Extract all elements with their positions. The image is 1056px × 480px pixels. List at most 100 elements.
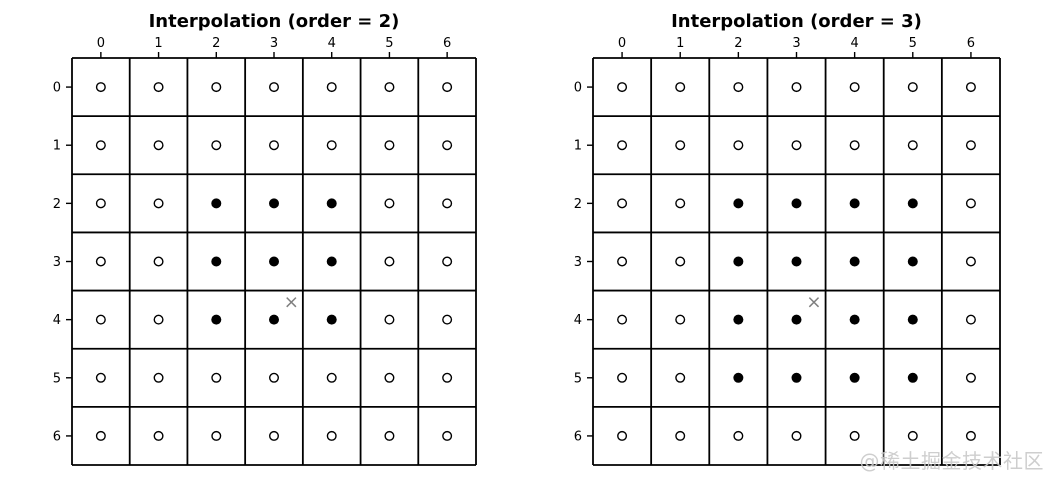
- contributing-pixel-marker: [849, 372, 860, 383]
- grid-pixel-marker: [965, 314, 976, 325]
- contributing-pixel-marker: [733, 372, 744, 383]
- x-tick-label: 6: [443, 36, 451, 51]
- grid-lines: [71, 57, 477, 466]
- grid-pixel-marker: [326, 430, 337, 441]
- grid-pixel-marker: [965, 372, 976, 383]
- y-tick-label: 1: [53, 139, 61, 154]
- contributing-pixel-marker: [211, 198, 222, 209]
- grid-pixel-marker: [965, 82, 976, 93]
- contributing-pixel-marker: [907, 314, 918, 325]
- grid-pixel-marker: [153, 314, 164, 325]
- x-tick-label: 6: [967, 36, 975, 51]
- grid-pixel-marker: [95, 372, 106, 383]
- contributing-pixel-marker: [907, 256, 918, 267]
- grid-pixel-marker: [384, 140, 395, 151]
- x-tick-label: 5: [909, 36, 917, 51]
- grid-pixel-marker: [907, 430, 918, 441]
- x-tick-label: 4: [328, 36, 336, 51]
- grid-pixel-marker: [326, 82, 337, 93]
- y-tick-label: 4: [574, 313, 582, 328]
- grid-pixel-marker: [442, 82, 453, 93]
- grid-pixel-marker: [95, 140, 106, 151]
- contributing-pixel-marker: [907, 372, 918, 383]
- grid-pixel-marker: [849, 140, 860, 151]
- contributing-pixel-marker: [733, 314, 744, 325]
- grid-pixel-marker: [617, 82, 628, 93]
- grid-pixel-marker: [617, 198, 628, 209]
- grid-pixel-marker: [675, 372, 686, 383]
- grid-pixel-marker: [442, 314, 453, 325]
- grid-pixel-marker: [326, 372, 337, 383]
- grid-pixel-marker: [384, 314, 395, 325]
- contributing-pixel-marker: [733, 198, 744, 209]
- grid-pixel-marker: [269, 372, 280, 383]
- contributing-pixel-marker: [326, 198, 337, 209]
- x-tick-label: 3: [792, 36, 800, 51]
- grid-pixel-marker: [675, 198, 686, 209]
- grid-pixel-marker: [907, 140, 918, 151]
- grid-pixel-marker: [153, 430, 164, 441]
- pixel-markers: [617, 82, 976, 441]
- grid-pixel-marker: [675, 82, 686, 93]
- grid-pixel-marker: [965, 430, 976, 441]
- contributing-pixel-marker: [791, 198, 802, 209]
- grid-pixel-marker: [95, 314, 106, 325]
- contributing-pixel-marker: [907, 198, 918, 209]
- x-marker-stroke: [286, 297, 297, 308]
- grid-pixel-marker: [965, 198, 976, 209]
- grid-pixel-marker: [95, 256, 106, 267]
- grid-pixel-marker: [269, 82, 280, 93]
- contributing-pixel-marker: [849, 198, 860, 209]
- grid-pixel-marker: [384, 256, 395, 267]
- grid-pixel-marker: [95, 198, 106, 209]
- grid-pixel-marker: [95, 430, 106, 441]
- grid-pixel-marker: [965, 140, 976, 151]
- grid-pixel-marker: [384, 372, 395, 383]
- grid-pixel-marker: [675, 140, 686, 151]
- y-tick-label: 5: [53, 371, 61, 386]
- y-tick-label: 5: [574, 371, 582, 386]
- grid-pixel-marker: [675, 314, 686, 325]
- contributing-pixel-marker: [849, 314, 860, 325]
- grid-pixel-marker: [849, 430, 860, 441]
- grid-pixel-marker: [733, 430, 744, 441]
- grid-pixel-marker: [791, 430, 802, 441]
- contributing-pixel-marker: [269, 256, 279, 267]
- y-tick-label: 3: [574, 255, 582, 270]
- grid-pixel-marker: [733, 140, 744, 151]
- contributing-pixel-marker: [791, 314, 802, 325]
- grid-pixel-marker: [211, 82, 222, 93]
- grid-pixel-marker: [907, 82, 918, 93]
- y-tick-label: 0: [53, 81, 61, 96]
- y-tick-label: 0: [574, 81, 582, 96]
- grid-pixel-marker: [617, 256, 628, 267]
- x-tick-label: 2: [212, 36, 220, 51]
- contributing-pixel-marker: [211, 314, 222, 325]
- contributing-pixel-marker: [849, 256, 860, 267]
- grid-pixel-marker: [153, 256, 164, 267]
- grid-pixel-marker: [965, 256, 976, 267]
- grid-pixel-marker: [384, 430, 395, 441]
- y-tick-label: 1: [574, 139, 582, 154]
- y-tick-label: 6: [574, 429, 582, 444]
- grid-pixel-marker: [733, 82, 744, 93]
- x-tick-label: 1: [676, 36, 684, 51]
- contributing-pixel-marker: [791, 256, 802, 267]
- grid-pixel-marker: [153, 198, 164, 209]
- grid-pixel-marker: [849, 82, 860, 93]
- y-tick-label: 2: [574, 197, 582, 212]
- contributing-pixel-marker: [211, 256, 222, 267]
- grid-pixel-marker: [384, 198, 395, 209]
- grid-pixel-marker: [617, 430, 628, 441]
- grid-pixel-marker: [153, 140, 164, 151]
- x-tick-label: 3: [270, 36, 278, 51]
- grid-pixel-marker: [269, 430, 280, 441]
- grid-pixel-marker: [791, 140, 802, 151]
- x-tick-label: 0: [618, 36, 626, 51]
- grid-pixel-marker: [384, 82, 395, 93]
- grid-pixel-marker: [442, 140, 453, 151]
- x-tick-label: 5: [385, 36, 393, 51]
- grid-pixel-marker: [211, 140, 222, 151]
